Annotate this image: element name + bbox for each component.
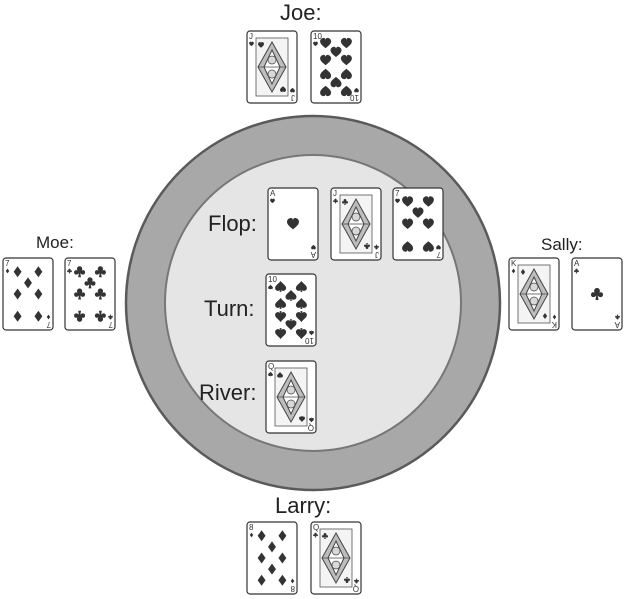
card-turn-1: 10 10 [265,273,317,347]
card-rank-bottom: Q [353,584,359,593]
court-figure-icon [339,194,373,254]
card-rank-bottom: 7 [436,250,441,259]
court-figure-icon [255,37,289,97]
club-card-face: 77 [64,257,116,331]
card-rank-bottom: 10 [305,336,314,345]
card-rank-top: A [270,189,276,198]
club-card-face: AA [571,257,623,331]
card-rank-bottom: 7 [108,320,113,329]
board-label-flop: Flop: [208,211,257,236]
card-rank-top: 10 [268,275,277,284]
card-rank-bottom: K [551,320,557,329]
court-figure-icon [517,264,551,324]
club-card-face: JJ [330,187,382,261]
board-label-river: River: [199,380,257,405]
card-rank-top: J [333,189,337,198]
heart-card-face: 10 10 [310,30,362,104]
card-rank-top: 10 [313,32,322,41]
diamond-card-face: 88 [246,521,298,595]
player-name-moe: Moe: [36,233,74,252]
card-rank-top: Q [268,362,274,371]
card-rank-top: Q [313,523,319,532]
card-rank-bottom: J [375,250,379,259]
player-name-larry: Larry: [275,493,332,518]
card-rank-bottom: 10 [350,93,359,102]
card-rank-top: J [249,32,253,41]
player-name-sally: Sally: [541,235,583,254]
card-rank-top: K [511,259,517,268]
card-rank-top: A [574,259,580,268]
card-rank-top: 7 [67,259,72,268]
card-rank-bottom: A [310,250,316,259]
card-rank-top: 8 [249,523,254,532]
card-rank-bottom: J [291,93,295,102]
card-rank-bottom: A [614,320,620,329]
heart-card-face: AA [267,187,319,261]
club-card-face: QQ [310,521,362,595]
card-rank-top: 7 [5,259,10,268]
court-figure-icon [319,528,353,588]
diamond-card-face: 77 [2,257,54,331]
card-rank-bottom: 8 [290,584,295,593]
diamond-card-face: KK [508,257,560,331]
card-rank-top: 7 [395,189,400,198]
card-rank-bottom: 7 [46,320,51,329]
heart-card-face: JJ [246,30,298,104]
player-name-joe: Joe: [280,0,322,25]
spade-card-face: QQ [265,360,317,434]
card-joe-2: 10 10 [310,30,362,104]
spade-card-face: 10 10 [265,273,317,347]
court-figure-icon [274,367,308,427]
card-rank-bottom: Q [308,423,314,432]
board-label-turn: Turn: [204,296,255,321]
heart-card-face: 77 [392,187,444,261]
